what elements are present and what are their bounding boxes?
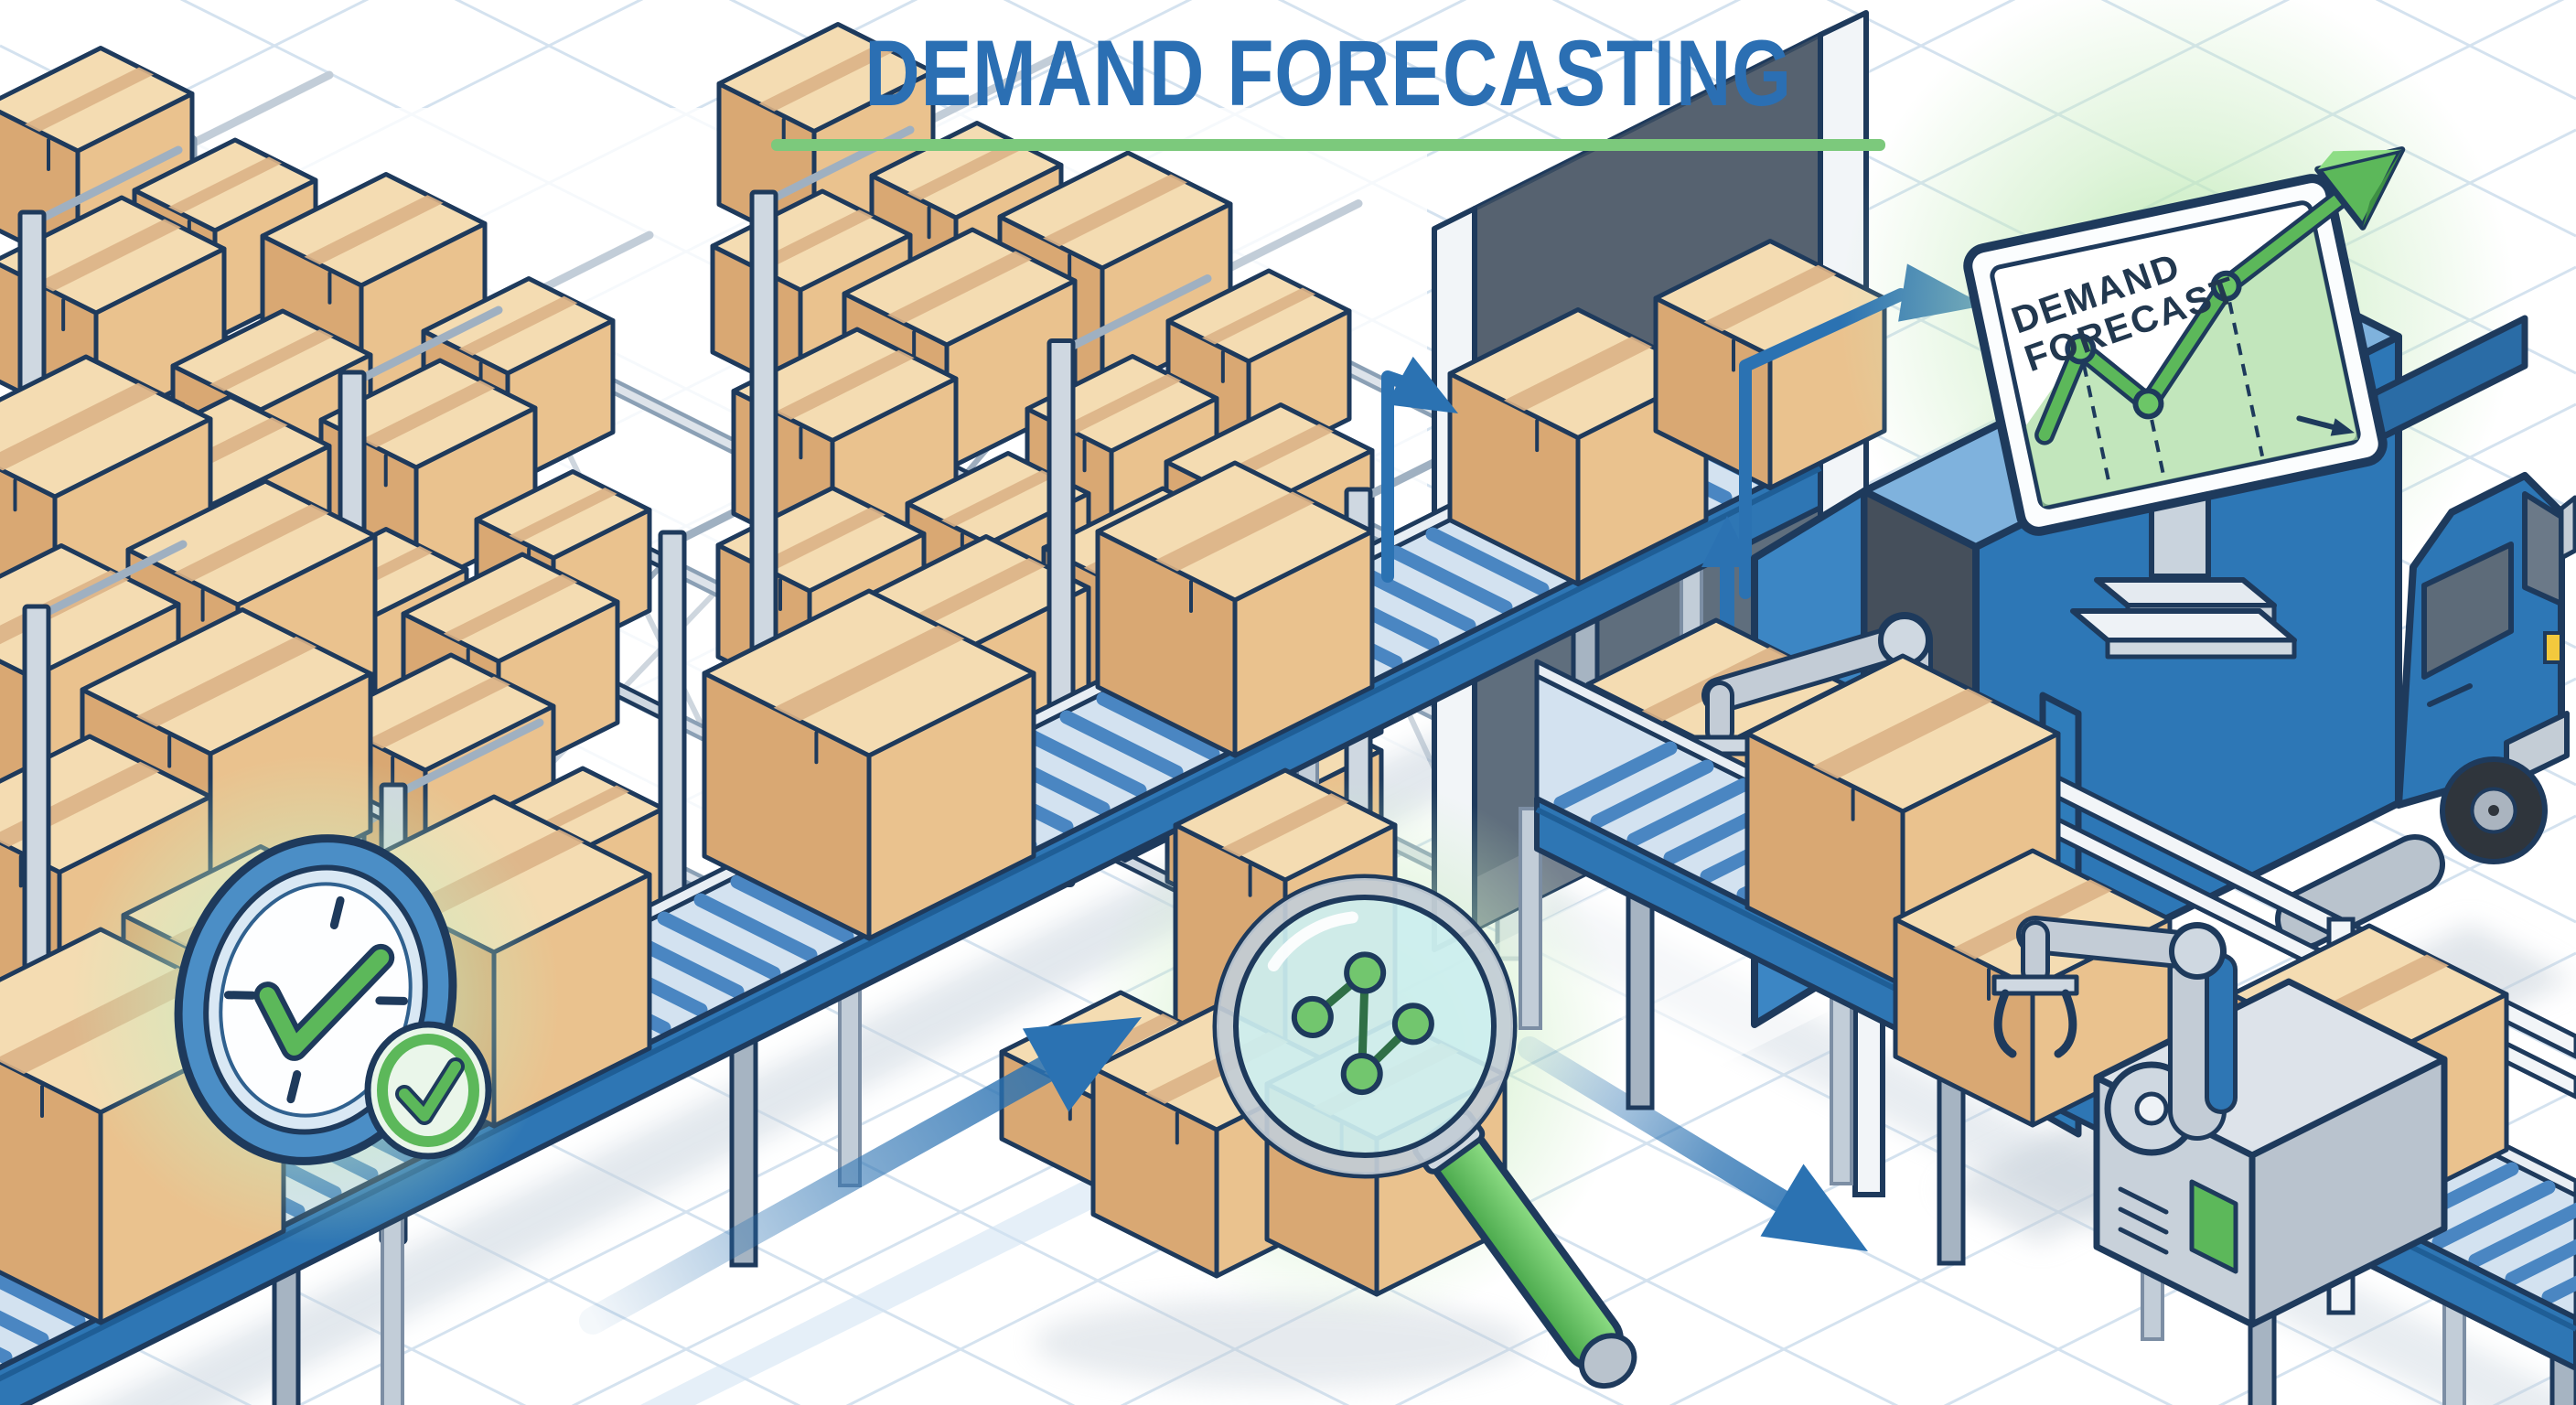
- cardboard-box: [702, 588, 1036, 941]
- cardboard-box: [1095, 460, 1375, 758]
- page-title: DEMAND FORECASTING: [864, 21, 1792, 125]
- monitor-graphics: [1963, 146, 2406, 660]
- title-underline: [771, 139, 1885, 151]
- magnifier-glass: [1212, 874, 1637, 1389]
- monitor-screen: [1963, 146, 2406, 536]
- robotic-arm-right: [1893, 848, 2448, 1328]
- flow-arrows: [579, 263, 1985, 1335]
- check-badge: [364, 1021, 492, 1160]
- forecast-monitor: DEMAND FORECAST: [1963, 146, 2406, 660]
- clock-check-icon: [70, 755, 561, 1245]
